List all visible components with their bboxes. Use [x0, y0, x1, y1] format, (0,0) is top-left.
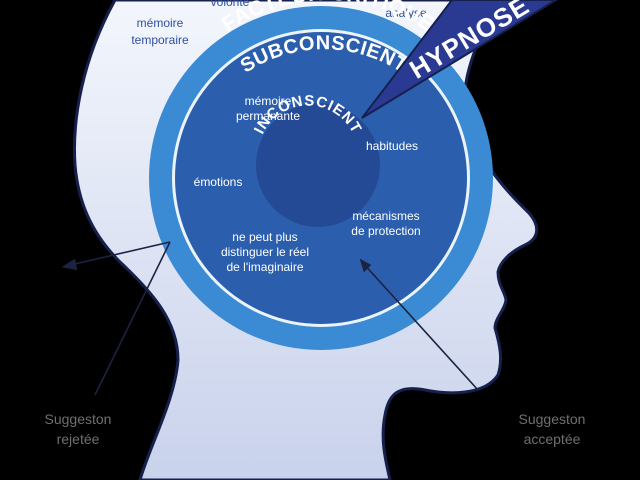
label-memoire-temporaire: mémoire temporaire — [131, 16, 189, 47]
label-analyse: analyse — [385, 6, 427, 20]
text-line: mémoire — [137, 16, 184, 30]
arrow-accepted-shaft — [361, 261, 479, 391]
text-line: ne peut plus — [232, 230, 297, 244]
arrow-rejected-tail — [94, 241, 171, 396]
text-line: permanante — [236, 109, 300, 123]
text-line: distinguer le réel — [221, 245, 309, 259]
label-habitudes: habitudes — [366, 139, 418, 153]
caption-accepted: Suggeston acceptée — [519, 411, 586, 447]
text-line: Suggeston — [519, 411, 586, 427]
hypnose-banner — [361, 0, 558, 119]
text-line: volonté — [211, 0, 250, 9]
label-emotions: émotions — [194, 175, 243, 189]
core-inconscient — [256, 103, 380, 227]
text-line: analyse — [385, 6, 427, 20]
arrow-rejected-shaft — [65, 241, 171, 267]
arrow-rejected-head — [61, 258, 78, 271]
arrow-accepted-head — [359, 258, 372, 273]
text-line: Suggeston — [45, 411, 112, 427]
text-line: habitudes — [366, 139, 418, 153]
text-line: temporaire — [131, 33, 189, 47]
text-line: mécanismes — [352, 209, 419, 223]
text-line: acceptée — [524, 431, 581, 447]
text-line: rejetée — [57, 431, 100, 447]
text-line: de protection — [351, 224, 420, 238]
caption-rejected: Suggeston rejetée — [45, 411, 112, 447]
text-line: de l'imaginaire — [227, 260, 304, 274]
text-line: mémoire — [245, 94, 292, 108]
text-line: émotions — [194, 175, 243, 189]
label-volonte: volonté — [211, 0, 250, 9]
